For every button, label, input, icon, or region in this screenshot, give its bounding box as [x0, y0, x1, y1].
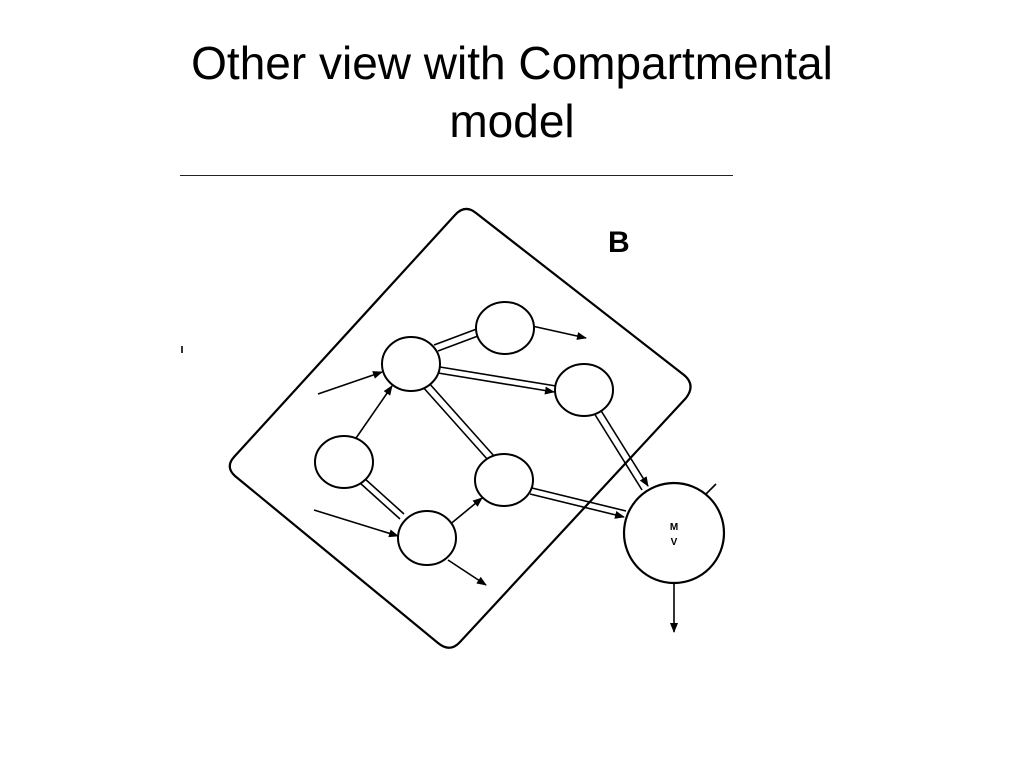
connection-e-to-mv	[529, 487, 627, 519]
compartment-boundary	[228, 207, 692, 649]
connection-d-to-f	[359, 477, 405, 520]
connection-d-to-a	[353, 385, 393, 442]
title-underline-divider	[180, 175, 733, 176]
input-arrow-to-a	[317, 371, 383, 395]
compartment-node-a	[381, 336, 441, 392]
slide-title-line-2: model	[449, 95, 575, 147]
panel-label-b: B	[608, 226, 630, 259]
input-arrow-to-f	[313, 509, 399, 538]
stray-mark	[181, 346, 183, 353]
connection-c-to-mv	[593, 408, 649, 491]
compartment-node-c	[554, 363, 614, 417]
output-arrow-from-f	[447, 559, 487, 586]
compartment-node-e	[474, 453, 534, 507]
connection-a-to-e	[421, 381, 495, 461]
compartment-node-d	[314, 435, 374, 489]
connection-a-to-c	[437, 366, 557, 395]
compartment-node-b	[475, 301, 535, 355]
compartment-node-f	[397, 510, 457, 566]
slide-title: Other view with Compartmental model	[112, 34, 912, 150]
mv-node-label-m: M	[670, 522, 678, 533]
output-arrow-from-b	[531, 325, 587, 340]
mv-node	[622, 481, 726, 585]
slide-title-line-1: Other view with Compartmental	[191, 37, 833, 89]
connection-f-to-e	[447, 497, 483, 527]
mv-node-label-v: V	[671, 537, 678, 548]
